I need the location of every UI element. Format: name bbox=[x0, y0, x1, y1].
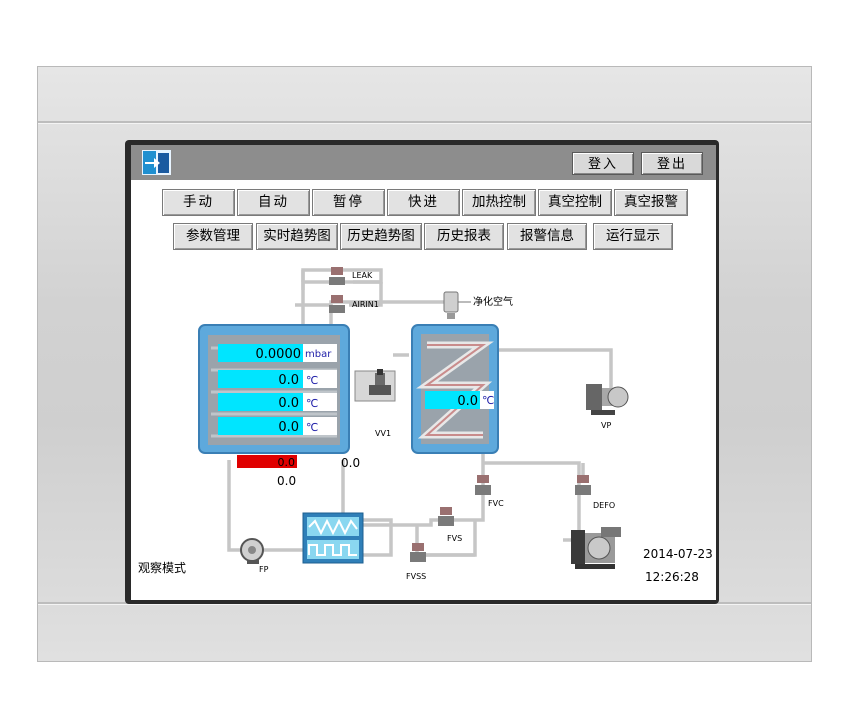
vacuum-control-button[interactable]: 真空控制 bbox=[538, 189, 612, 216]
temp3-value: 0.0 bbox=[278, 420, 299, 435]
alarm-red-display bbox=[237, 455, 297, 468]
pipes bbox=[227, 268, 613, 557]
date-display: 2014-07-23 bbox=[643, 547, 713, 561]
temp3-unit: ℃ bbox=[306, 421, 318, 434]
alarm-info-button[interactable]: 报警信息 bbox=[507, 223, 587, 250]
main-chamber: 0.0000 mbar 0.0 ℃ 0.0 ℃ 0.0 ℃ bbox=[198, 324, 350, 454]
exit-app-icon[interactable] bbox=[142, 150, 171, 175]
vv1-valve[interactable] bbox=[354, 369, 396, 402]
run-display-button[interactable]: 运行显示 bbox=[593, 223, 673, 250]
mode-status: 观察模式 bbox=[138, 561, 187, 575]
pressure-display bbox=[218, 344, 303, 362]
vv1-label: VV1 bbox=[375, 429, 391, 438]
temp2-value: 0.0 bbox=[278, 396, 299, 411]
heating-control-button[interactable]: 加热控制 bbox=[462, 189, 536, 216]
auto-button[interactable]: 自动 bbox=[237, 189, 310, 216]
logout-button[interactable]: 登出 bbox=[641, 152, 703, 175]
defo-valve[interactable] bbox=[575, 475, 591, 495]
temp1-display bbox=[218, 370, 303, 388]
history-trend-button[interactable]: 历史趋势图 bbox=[340, 223, 422, 250]
parameter-management-button[interactable]: 参数管理 bbox=[173, 223, 253, 250]
pause-button[interactable]: 暂停 bbox=[312, 189, 385, 216]
vp-pump-icon[interactable] bbox=[586, 384, 629, 415]
history-report-button[interactable]: 历史报表 bbox=[424, 223, 504, 250]
fvc-valve[interactable] bbox=[475, 475, 491, 495]
fvs-valve[interactable] bbox=[438, 507, 454, 526]
hmi-screen: 登入 登出 手动 自动 暂停 快进 加热控制 真空控制 真空报警 参数管理 实时… bbox=[131, 145, 716, 600]
vacuum-alarm-button[interactable]: 真空报警 bbox=[614, 189, 688, 216]
time-display: 12:26:28 bbox=[645, 570, 699, 584]
temp2-display bbox=[218, 393, 303, 411]
fvss-valve[interactable] bbox=[410, 543, 426, 562]
temp1-value: 0.0 bbox=[278, 373, 299, 388]
title-bar: 登入 登出 bbox=[131, 145, 716, 180]
clean-air-label: 净化空气 bbox=[473, 295, 513, 308]
leak-label: LEAK bbox=[352, 271, 373, 280]
defo-label: DEFO bbox=[593, 501, 615, 510]
bezel-groove-top bbox=[38, 121, 811, 124]
condenser bbox=[411, 324, 499, 454]
fvs-label: FVS bbox=[447, 534, 462, 543]
temp2-unit: ℃ bbox=[306, 397, 318, 410]
chamber-below-value: 0.0 bbox=[277, 474, 296, 488]
condenser-temp-value: 0.0 bbox=[457, 394, 478, 409]
login-button[interactable]: 登入 bbox=[572, 152, 634, 175]
temp3-display bbox=[218, 417, 303, 435]
air-filter-icon bbox=[443, 291, 471, 319]
heat-exchanger bbox=[302, 512, 364, 564]
red-display-value: 0.0 bbox=[278, 456, 296, 469]
pressure-unit: mbar bbox=[305, 349, 332, 360]
fp-label: FP bbox=[259, 565, 269, 574]
realtime-trend-button[interactable]: 实时趋势图 bbox=[256, 223, 338, 250]
vp-label: VP bbox=[601, 421, 611, 430]
leak-valve[interactable] bbox=[329, 267, 345, 285]
chamber-right-value: 0.0 bbox=[341, 456, 360, 470]
roots-pump-icon[interactable] bbox=[571, 527, 621, 569]
manual-button[interactable]: 手动 bbox=[162, 189, 235, 216]
pressure-value: 0.0000 bbox=[256, 347, 302, 362]
fvc-label: FVC bbox=[488, 499, 504, 508]
condenser-temp-display bbox=[425, 391, 480, 409]
airin1-valve[interactable] bbox=[329, 295, 345, 313]
airin1-label: AIRIN1 bbox=[352, 300, 379, 309]
fast-forward-button[interactable]: 快进 bbox=[387, 189, 460, 216]
fvss-label: FVSS bbox=[406, 572, 426, 581]
condenser-temp-unit: ℃ bbox=[482, 394, 494, 407]
fp-pump-icon[interactable] bbox=[240, 538, 264, 564]
temp1-unit: ℃ bbox=[306, 374, 318, 387]
process-diagram: 0.0000 mbar 0.0 ℃ 0.0 ℃ 0.0 ℃ 0.0 0.0 0.… bbox=[198, 267, 629, 581]
